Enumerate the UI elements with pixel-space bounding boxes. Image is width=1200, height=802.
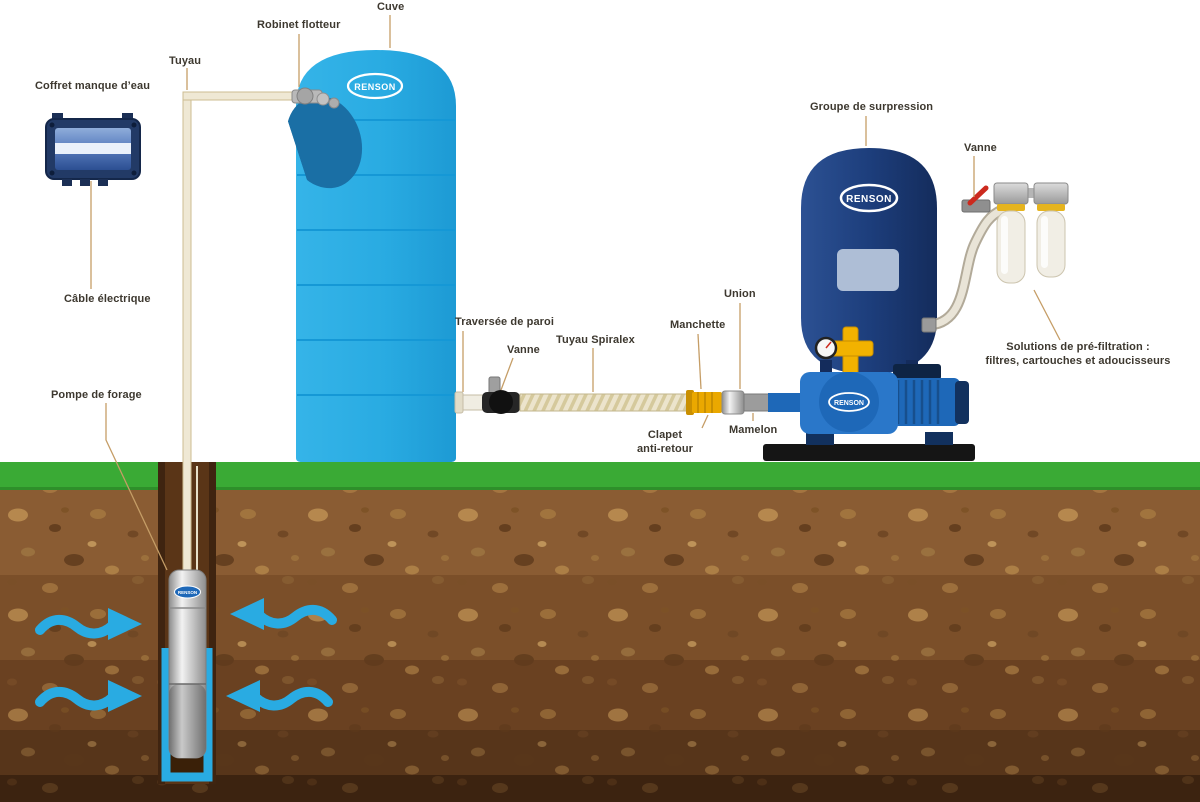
borehole-pump: RENSON bbox=[168, 569, 207, 759]
brand-logo bbox=[346, 72, 404, 100]
water-flow-arrows bbox=[35, 598, 337, 712]
arrow-right-icon bbox=[108, 608, 142, 640]
label-robinet-flotteur: Robinet flotteur bbox=[257, 19, 341, 31]
storage-tank: RENSON bbox=[285, 50, 456, 462]
check-valve bbox=[692, 392, 722, 413]
filter-head bbox=[1033, 182, 1069, 205]
nipple-fitting bbox=[743, 393, 771, 412]
brand-logo bbox=[828, 392, 870, 412]
label-coffret: Coffret manque d’eau bbox=[35, 80, 151, 92]
brand-logo bbox=[174, 585, 201, 599]
borehole-casing bbox=[161, 648, 213, 782]
filter-head bbox=[993, 182, 1029, 205]
label-vanne-filtration: Vanne bbox=[964, 142, 997, 154]
label-pompe-de-forage: Pompe de forage bbox=[51, 389, 142, 401]
brand-logo-text: RENSON bbox=[178, 590, 197, 595]
label-traversee-de-paroi: Traversée de paroi bbox=[455, 316, 555, 328]
discharge-piping bbox=[454, 376, 813, 415]
arrow-left-icon bbox=[226, 680, 260, 712]
valve-lever bbox=[967, 185, 989, 206]
flex-hose bbox=[921, 204, 1008, 333]
label-manchette: Manchette bbox=[670, 319, 726, 331]
pre-filters bbox=[993, 182, 1069, 284]
brand-logo-text: RENSON bbox=[354, 82, 396, 92]
brand-logo bbox=[839, 183, 899, 213]
arrow-left-icon bbox=[230, 598, 264, 630]
label-tuyau: Tuyau bbox=[169, 55, 202, 67]
label-mamelon: Mamelon bbox=[729, 424, 778, 436]
vessel-label-plate bbox=[837, 249, 899, 291]
label-cable-electrique: Câble électrique bbox=[64, 293, 151, 305]
brand-logo-text: RENSON bbox=[846, 194, 892, 205]
label-pre-filtration: Solutions de pré-filtration : filtres, c… bbox=[985, 341, 1171, 368]
label-vanne-refoulement: Vanne bbox=[507, 344, 540, 356]
pump-motor bbox=[890, 378, 960, 426]
booster-pump: RENSON bbox=[763, 360, 975, 461]
union-fitting bbox=[721, 390, 745, 415]
label-cuve: Cuve bbox=[377, 1, 405, 13]
float-valve bbox=[291, 87, 340, 109]
label-tuyau-spiralex: Tuyau Spiralex bbox=[556, 334, 635, 346]
brand-logo-text: RENSON bbox=[834, 400, 864, 407]
leader-lines bbox=[90, 15, 1061, 571]
pump-base bbox=[763, 444, 975, 461]
arrow-right-icon bbox=[108, 680, 142, 712]
pressure-vessel: RENSON bbox=[801, 148, 937, 374]
label-groupe-de-surpression: Groupe de surpression bbox=[810, 101, 934, 113]
label-union: Union bbox=[724, 288, 756, 300]
control-box bbox=[45, 113, 141, 186]
spiralex-pipe bbox=[519, 393, 689, 412]
filter-valve bbox=[961, 185, 991, 213]
label-clapet-anti-retour: Clapet anti-retour bbox=[636, 429, 694, 456]
tank-shading bbox=[285, 95, 363, 189]
